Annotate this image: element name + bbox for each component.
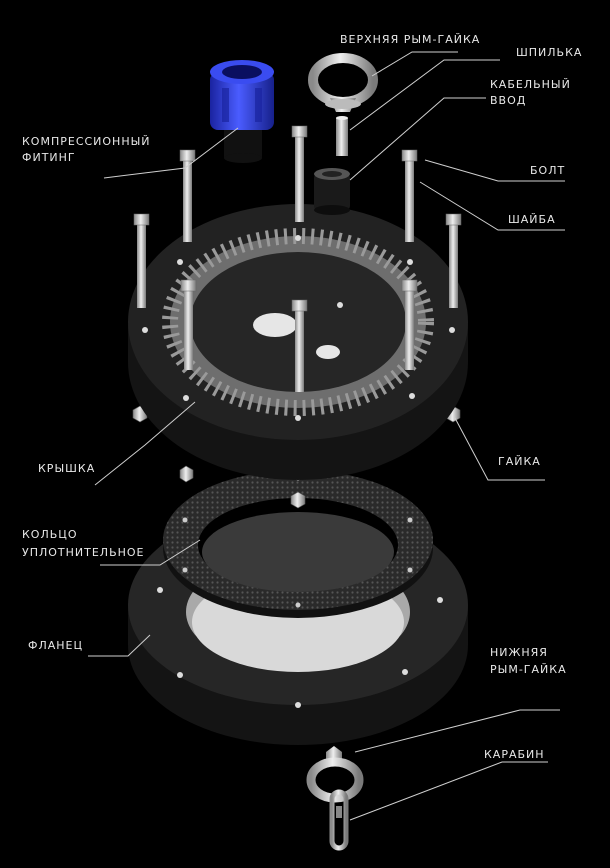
bottom-eye-nut (306, 746, 364, 803)
label-stud: ШПИЛЬКА (516, 46, 583, 59)
label-compression-fitting-2: ФИТИНГ (22, 151, 76, 164)
label-nut: ГАЙКА (498, 455, 541, 468)
compression-fitting (210, 60, 274, 163)
label-compression-fitting-1: КОМПРЕССИОННЫЙ (22, 135, 151, 148)
label-flange: ФЛАНЕЦ (28, 639, 84, 652)
cable-gland (314, 168, 350, 215)
label-cable-gland-1: КАБЕЛЬНЫЙ (490, 78, 571, 91)
label-seal-ring-1: КОЛЬЦО (22, 528, 78, 541)
label-cable-gland-2: ВВОД (490, 94, 527, 107)
label-top-eye-nut: ВЕРХНЯЯ РЫМ-ГАЙКА (340, 33, 481, 46)
label-bottom-eye-nut-2: РЫМ-ГАЙКА (490, 663, 567, 676)
top-eye-nut (308, 53, 378, 112)
label-seal-ring-2: УПЛОТНИТЕЛЬНОЕ (22, 546, 145, 559)
bolt (133, 125, 462, 392)
label-washer: ШАЙБА (508, 213, 556, 226)
stud (336, 116, 348, 156)
leader-lines (88, 51, 565, 821)
label-bottom-eye-nut-1: НИЖНЯЯ (490, 646, 548, 659)
label-cover: КРЫШКА (38, 462, 96, 475)
label-bolt: БОЛТ (530, 164, 566, 177)
carabiner (329, 789, 349, 851)
label-carabiner: КАРАБИН (484, 748, 545, 761)
seal-ring (163, 470, 433, 618)
